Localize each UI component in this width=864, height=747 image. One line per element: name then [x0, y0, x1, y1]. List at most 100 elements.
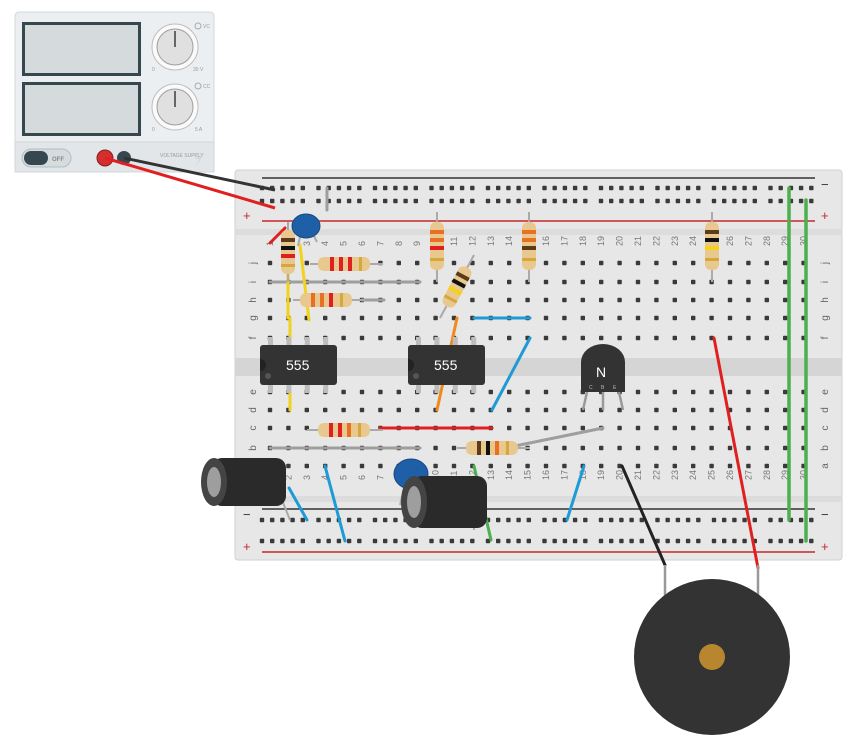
- power-supply[interactable]: VC CC 0 30 V 0 5 A OFF VOLTAGE SUPPLY: [14, 11, 215, 173]
- breadboard-hole[interactable]: [496, 538, 501, 544]
- breadboard-hole[interactable]: [709, 463, 714, 469]
- breadboard-hole[interactable]: [280, 185, 285, 191]
- breadboard-hole[interactable]: [562, 315, 567, 321]
- breadboard-hole[interactable]: [572, 185, 578, 191]
- breadboard-hole[interactable]: [359, 407, 365, 413]
- breadboard-hole[interactable]: [449, 185, 455, 191]
- breadboard-hole[interactable]: [506, 198, 511, 204]
- breadboard-hole[interactable]: [598, 185, 604, 191]
- breadboard-hole[interactable]: [433, 445, 438, 451]
- breadboard-hole[interactable]: [617, 425, 622, 431]
- breadboard-hole[interactable]: [685, 198, 691, 204]
- breadboard-hole[interactable]: [655, 198, 660, 204]
- breadboard-hole[interactable]: [635, 389, 641, 395]
- breadboard-hole[interactable]: [798, 185, 804, 191]
- breadboard-hole[interactable]: [709, 389, 714, 395]
- breadboard-hole[interactable]: [286, 463, 291, 469]
- breadboard-hole[interactable]: [543, 425, 549, 431]
- breadboard-hole[interactable]: [727, 260, 733, 266]
- breadboard-hole[interactable]: [639, 198, 644, 204]
- yellow-wire[interactable]: [298, 243, 311, 322]
- breadboard-hole[interactable]: [746, 445, 751, 451]
- breadboard-hole[interactable]: [764, 445, 769, 451]
- breadboard-hole[interactable]: [562, 185, 568, 191]
- breadboard-hole[interactable]: [525, 407, 530, 413]
- breadboard-hole[interactable]: [552, 198, 557, 204]
- breadboard-hole[interactable]: [665, 185, 670, 191]
- breadboard-hole[interactable]: [393, 198, 398, 204]
- resistor[interactable]: [281, 222, 295, 282]
- breadboard-hole[interactable]: [732, 538, 737, 544]
- breadboard-hole[interactable]: [778, 538, 783, 544]
- breadboard-hole[interactable]: [783, 260, 788, 266]
- breadboard-hole[interactable]: [635, 445, 641, 451]
- timer-chip-555[interactable]: 555: [260, 337, 337, 393]
- resistor[interactable]: [293, 293, 365, 307]
- breadboard-hole[interactable]: [326, 538, 331, 544]
- breadboard-hole[interactable]: [809, 517, 814, 523]
- breadboard-hole[interactable]: [451, 260, 457, 266]
- resistor[interactable]: [457, 441, 530, 455]
- breadboard-hole[interactable]: [617, 279, 622, 285]
- breadboard-hole[interactable]: [764, 279, 769, 285]
- breadboard-hole[interactable]: [449, 198, 455, 204]
- blue-wire[interactable]: [287, 486, 309, 522]
- breadboard-hole[interactable]: [572, 538, 578, 544]
- breadboard-hole[interactable]: [722, 185, 727, 191]
- breadboard-hole[interactable]: [580, 297, 585, 303]
- breadboard-hole[interactable]: [552, 185, 557, 191]
- breadboard-hole[interactable]: [459, 538, 465, 544]
- breadboard-hole[interactable]: [378, 407, 383, 413]
- breadboard-hole[interactable]: [507, 407, 512, 413]
- breadboard-hole[interactable]: [617, 335, 622, 341]
- breadboard-hole[interactable]: [617, 260, 622, 266]
- breadboard-hole[interactable]: [654, 389, 659, 395]
- breadboard-hole[interactable]: [470, 279, 475, 285]
- breadboard-hole[interactable]: [562, 389, 567, 395]
- breadboard-hole[interactable]: [583, 538, 588, 544]
- breadboard-hole[interactable]: [506, 185, 511, 191]
- breadboard-hole[interactable]: [722, 198, 727, 204]
- electrolytic-capacitor[interactable]: [401, 476, 487, 531]
- breadboard-hole[interactable]: [609, 517, 614, 523]
- breadboard-hole[interactable]: [359, 389, 365, 395]
- breadboard-hole[interactable]: [580, 279, 585, 285]
- breadboard-hole[interactable]: [326, 517, 331, 523]
- resistors[interactable]: [281, 212, 719, 455]
- breadboard-hole[interactable]: [429, 185, 434, 191]
- breadboard-hole[interactable]: [672, 260, 677, 266]
- breadboard-hole[interactable]: [609, 538, 614, 544]
- breadboard-hole[interactable]: [619, 185, 624, 191]
- breadboard-hole[interactable]: [346, 517, 352, 523]
- breadboard-hole[interactable]: [396, 315, 401, 321]
- breadboard-hole[interactable]: [341, 335, 346, 341]
- breadboard-hole[interactable]: [711, 185, 717, 191]
- breadboard-hole[interactable]: [372, 185, 378, 191]
- breadboard-hole[interactable]: [742, 538, 747, 544]
- breadboard-hole[interactable]: [746, 389, 751, 395]
- breadboard-hole[interactable]: [654, 445, 659, 451]
- blue-wire[interactable]: [323, 464, 347, 543]
- breadboard-hole[interactable]: [617, 407, 622, 413]
- breadboard-hole[interactable]: [809, 185, 814, 191]
- breadboard-hole[interactable]: [488, 463, 493, 469]
- breadboard-hole[interactable]: [439, 538, 444, 544]
- breadboard-hole[interactable]: [396, 389, 401, 395]
- breadboard-hole[interactable]: [696, 538, 701, 544]
- breadboard-hole[interactable]: [768, 538, 773, 544]
- breadboard-hole[interactable]: [617, 445, 622, 451]
- breadboard-hole[interactable]: [691, 279, 696, 285]
- breadboard-hole[interactable]: [346, 538, 352, 544]
- breadboard-hole[interactable]: [583, 198, 588, 204]
- breadboard-hole[interactable]: [599, 315, 604, 321]
- breadboard-hole[interactable]: [488, 279, 493, 285]
- breadboard-hole[interactable]: [516, 198, 521, 204]
- breadboard-hole[interactable]: [341, 463, 346, 469]
- resistor[interactable]: [439, 254, 475, 319]
- breadboard-hole[interactable]: [516, 538, 521, 544]
- breadboard-hole[interactable]: [543, 297, 549, 303]
- breadboard-hole[interactable]: [727, 463, 733, 469]
- breadboard-hole[interactable]: [396, 335, 401, 341]
- breadboard-hole[interactable]: [639, 517, 644, 523]
- breadboard-hole[interactable]: [451, 463, 457, 469]
